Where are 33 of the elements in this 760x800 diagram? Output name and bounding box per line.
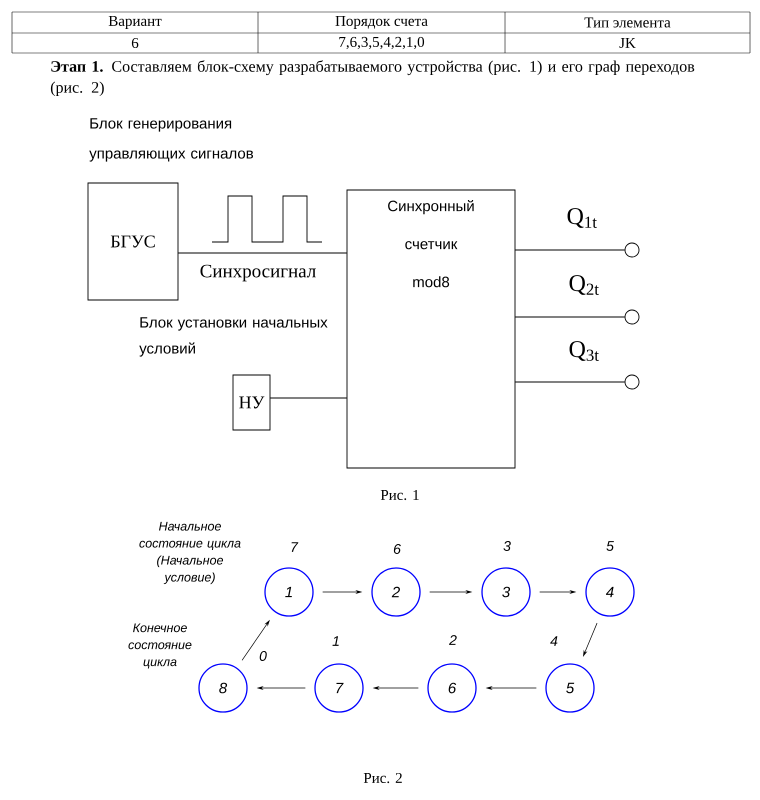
table-header-cell: Порядок счета [336,16,428,30]
table-header-cell: Вариант [108,16,162,30]
state-code: 6 [394,544,401,554]
connector-line [515,316,625,318]
state-code: 1 [332,636,339,646]
state-code: 7 [292,542,298,552]
output-label: Q$_{2t}$ [570,275,599,295]
figure-caption: Рис. 1 [380,490,419,500]
output-terminal [624,310,640,324]
edge-label: Синхросигнал [198,264,318,282]
block-box: БГУС [88,182,178,300]
table-cell: JK [619,38,636,48]
state-code: 2 [449,635,457,645]
table-cell: 6 [132,38,138,48]
connector-line [178,252,347,254]
state-code: 4 [550,636,558,646]
output-label: Q$_{3t}$ [570,341,599,361]
output-label: Q$_{1t}$ [568,208,597,228]
table-header-cell: Тип элемента [584,18,671,28]
state-code: 0 [260,651,267,661]
figure-caption: Рис. 2 [364,772,402,784]
annotation-text: Начальное состояние цикла (Начальное условие) [139,522,241,584]
output-terminal [624,374,640,390]
table-cell: 7,6,3,5,4,2,1,0 [339,36,424,50]
step-paragraph: Этап 1. Составляем блок-схему разрабатываемого устройства (рис. 1) и его граф переходов (рис. 2) [50,60,694,96]
state-code: 3 [503,541,511,551]
block-box: НУ [232,374,270,430]
block-caption: Блок установки начальных условий [139,317,328,357]
output-terminal [624,242,640,258]
counter-box: Синхронный счетчик mod8 [346,190,516,468]
block-caption: Блок генерирования управляющих сигналов [89,118,254,162]
annotation-text: Конечное состояние цикла [128,623,192,669]
state-code: 5 [606,541,614,551]
